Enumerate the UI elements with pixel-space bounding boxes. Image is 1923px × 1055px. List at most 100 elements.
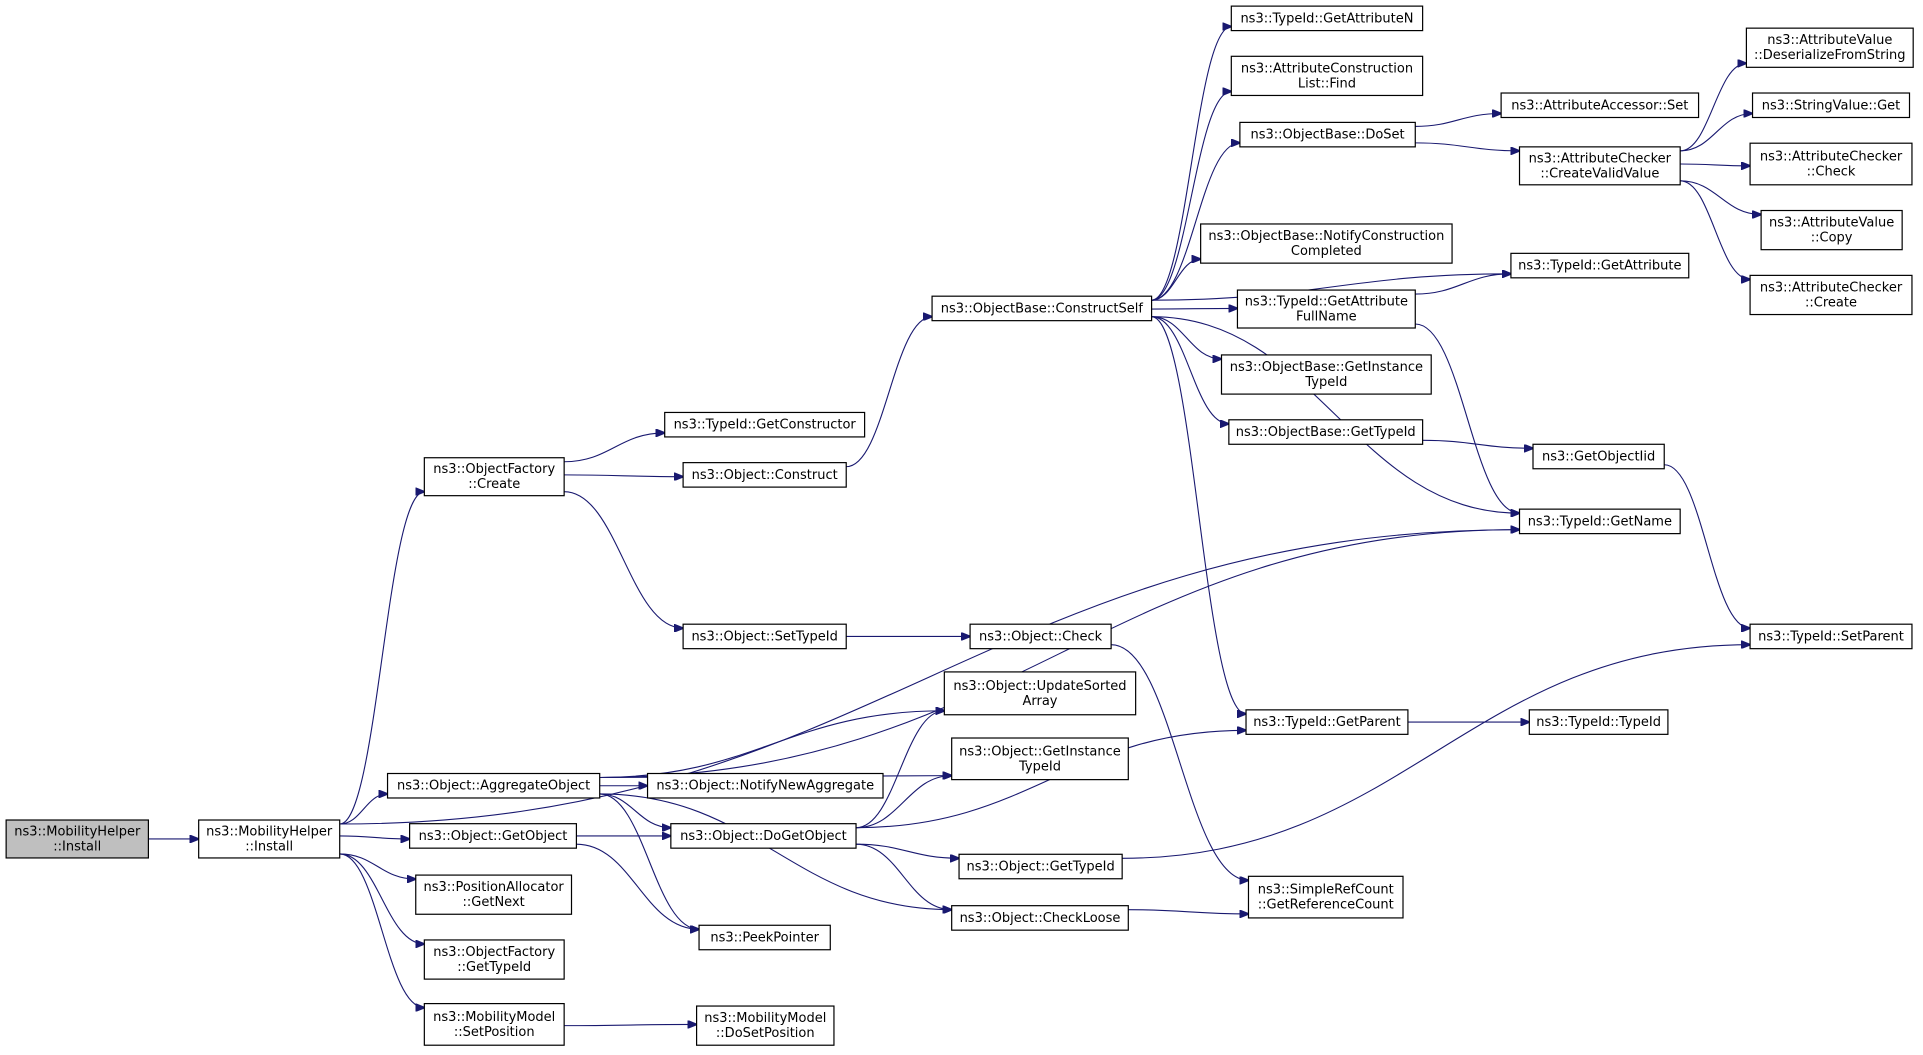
node-label: ns3::ObjectFactory (433, 462, 555, 477)
node-n10[interactable]: ns3::AttributeChecker::CreateValidValue (1518, 146, 1681, 186)
node-label: ns3::ObjectBase::GetTypeId (1236, 425, 1416, 440)
edge-n37-n35 (1128, 909, 1248, 914)
node-box (1230, 55, 1424, 97)
node-n16[interactable]: ns3::TypeId::GetAttribute (1510, 252, 1690, 279)
node-n9[interactable]: ns3::AttributeAccessor::Set (1500, 92, 1700, 119)
edge-n30-n38 (599, 793, 699, 929)
node-n13[interactable]: ns3::AttributeChecker::Check (1749, 142, 1913, 186)
node-label: ns3::ObjectBase::DoSet (1251, 128, 1405, 143)
node-label: TypeId (1304, 375, 1347, 390)
node-box (682, 623, 847, 650)
node-n4[interactable]: ns3::Object::Construct (682, 462, 847, 488)
node-label: ns3::StringValue::Get (1762, 98, 1900, 113)
node-n3[interactable]: ns3::TypeId::GetConstructor (664, 411, 866, 438)
node-box (1220, 354, 1432, 395)
edge-n10-n13 (1680, 164, 1750, 166)
node-box (409, 823, 578, 849)
node-n40[interactable]: ns3::MobilityModel::SetPosition (423, 1002, 565, 1046)
node-n0[interactable]: ns3::MobilityHelper::Install (5, 819, 149, 859)
node-label: ns3::Object::UpdateSorted (953, 679, 1126, 694)
edge-n30-n22 (599, 530, 1520, 779)
edge-n18-n16 (1415, 274, 1511, 295)
node-n2[interactable]: ns3::ObjectFactory::Create (423, 457, 565, 497)
node-n31[interactable]: ns3::Object::NotifyNewAggregate (646, 772, 884, 799)
edge-n33-n34 (856, 843, 959, 858)
node-box (951, 737, 1129, 781)
node-box (969, 623, 1112, 650)
node-label: ::SetPosition (454, 1025, 535, 1040)
node-label: ns3::MobilityHelper (206, 824, 333, 839)
node-label: ns3::TypeId::SetParent (1758, 629, 1904, 644)
node-n34[interactable]: ns3::Object::GetTypeId (958, 853, 1123, 880)
node-n37[interactable]: ns3::Object::CheckLoose (951, 905, 1129, 931)
node-label: ns3::TypeId::GetParent (1253, 715, 1401, 730)
nodes: ns3::MobilityHelper::Installns3::Mobilit… (5, 5, 1914, 1046)
edge-n30-n37 (599, 793, 952, 910)
node-label: ns3::Object::CheckLoose (960, 911, 1121, 926)
node-label: ns3::ObjectBase::NotifyConstruction (1208, 229, 1444, 244)
node-box (664, 411, 866, 438)
node-n33[interactable]: ns3::Object::DoGetObject (670, 823, 857, 849)
node-n41[interactable]: ns3::MobilityModel::DoSetPosition (695, 1005, 835, 1046)
node-box (943, 671, 1137, 716)
node-label: ::Create (468, 477, 520, 492)
node-label: ns3::Object::NotifyNewAggregate (656, 779, 874, 794)
node-n6[interactable]: ns3::TypeId::GetAttributeN (1230, 5, 1424, 32)
node-box (423, 1002, 565, 1046)
edge-n1-n32 (339, 836, 410, 839)
node-n20[interactable]: ns3::ObjectBase::GetTypeId (1228, 419, 1424, 445)
node-label: ns3::AttributeChecker (1760, 150, 1903, 165)
node-label: ::Copy (1811, 231, 1853, 246)
node-n22[interactable]: ns3::TypeId::GetName (1518, 508, 1681, 535)
node-n24[interactable]: ns3::Object::SetTypeId (682, 623, 847, 650)
node-label: ns3::Object::AggregateObject (397, 779, 590, 794)
node-n25[interactable]: ns3::Object::Check (969, 623, 1112, 650)
node-n17[interactable]: ns3::ObjectBase::NotifyConstructionCompl… (1200, 223, 1453, 264)
node-n12[interactable]: ns3::StringValue::Get (1751, 92, 1911, 119)
edge-n5-n20 (1151, 316, 1229, 424)
node-box (1532, 443, 1665, 470)
node-label: ns3::ObjectFactory (433, 945, 555, 960)
node-n27[interactable]: ns3::TypeId::GetParent (1245, 709, 1409, 735)
node-n11[interactable]: ns3::AttributeValue::DeserializeFromStri… (1745, 27, 1914, 68)
edge-n1-n39 (339, 853, 425, 944)
node-box (1751, 92, 1911, 119)
node-n28[interactable]: ns3::TypeId::TypeId (1528, 709, 1669, 735)
node-label: ns3::ObjectBase::GetInstance (1230, 360, 1423, 375)
node-n21[interactable]: ns3::GetObjectIid (1532, 443, 1665, 470)
node-n38[interactable]: ns3::PeekPointer (698, 924, 831, 951)
edge-n5-n19 (1151, 316, 1222, 359)
node-n32[interactable]: ns3::Object::GetObject (409, 823, 578, 849)
node-box (198, 819, 341, 859)
node-n15[interactable]: ns3::AttributeChecker::Create (1749, 274, 1913, 316)
edge-n33-n26 (856, 711, 944, 829)
node-n8[interactable]: ns3::ObjectBase::DoSet (1239, 121, 1416, 148)
node-n1[interactable]: ns3::MobilityHelper::Install (198, 819, 341, 859)
node-label: ns3::AttributeConstruction (1241, 61, 1413, 76)
node-n36[interactable]: ns3::PositionAllocator::GetNext (415, 874, 573, 915)
node-box (1749, 274, 1913, 316)
edge-n40-n41 (564, 1024, 696, 1025)
edge-n10-n11 (1680, 63, 1746, 152)
node-box (1239, 121, 1416, 148)
edge-n5-n18 (1151, 308, 1238, 309)
node-n5[interactable]: ns3::ObjectBase::ConstructSelf (931, 295, 1153, 322)
node-label: ns3::TypeId::TypeId (1536, 715, 1661, 730)
edge-n1-n36 (339, 853, 416, 879)
node-label: ns3::Object::GetTypeId (966, 860, 1114, 875)
node-n35[interactable]: ns3::SimpleRefCount::GetReferenceCount (1247, 875, 1404, 919)
node-n14[interactable]: ns3::AttributeValue::Copy (1760, 209, 1903, 251)
node-n30[interactable]: ns3::Object::AggregateObject (386, 772, 601, 799)
edge-n5-n27 (1151, 316, 1246, 714)
edge-n5-n6 (1151, 27, 1232, 301)
node-label: List::Find (1298, 76, 1356, 91)
node-n23[interactable]: ns3::TypeId::SetParent (1749, 623, 1913, 650)
node-n39[interactable]: ns3::ObjectFactory::GetTypeId (423, 939, 565, 980)
node-box (1228, 419, 1424, 445)
edge-n25-n35 (1111, 644, 1248, 881)
